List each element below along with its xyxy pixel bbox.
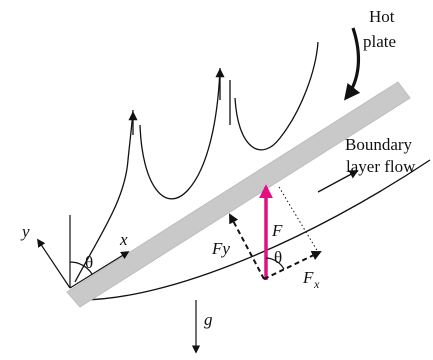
force-Fx-subscript: x bbox=[313, 277, 320, 291]
y-axis-label: y bbox=[20, 222, 30, 241]
x-axis-label: x bbox=[119, 230, 128, 249]
force-Fx-label: F bbox=[302, 268, 314, 287]
boundary-layer-label-line1: Boundary bbox=[345, 135, 413, 154]
plume-curve-left bbox=[74, 109, 134, 283]
y-axis-arrow bbox=[37, 238, 71, 289]
hot-plate-label-line1: Hot bbox=[369, 7, 395, 26]
hot-plate-label-line2: plate bbox=[363, 32, 396, 51]
force-Fx-arrow bbox=[263, 250, 322, 280]
x-axis-arrow bbox=[69, 251, 130, 289]
plume-curve-middle bbox=[139, 67, 221, 200]
force-F-label: F bbox=[271, 221, 283, 240]
gravity-label: g bbox=[204, 310, 213, 329]
hot-plate-pointer-arrow bbox=[344, 27, 361, 101]
boundary-layer-label-line2: layer flow bbox=[346, 157, 416, 176]
force-Fy-arrow bbox=[229, 213, 265, 280]
theta-arc-right bbox=[265, 257, 285, 270]
hot-plate bbox=[66, 81, 411, 308]
force-Fy-label: Fy bbox=[211, 239, 230, 258]
theta-arc-left bbox=[69, 261, 93, 275]
plume-curve-right bbox=[234, 41, 319, 151]
theta-right-label: θ bbox=[274, 248, 282, 267]
boundary-flow-arrow bbox=[317, 170, 359, 193]
theta-left-label: θ bbox=[85, 253, 93, 272]
boundary-layer-curve bbox=[79, 159, 431, 301]
force-dotted-guide bbox=[278, 186, 319, 253]
